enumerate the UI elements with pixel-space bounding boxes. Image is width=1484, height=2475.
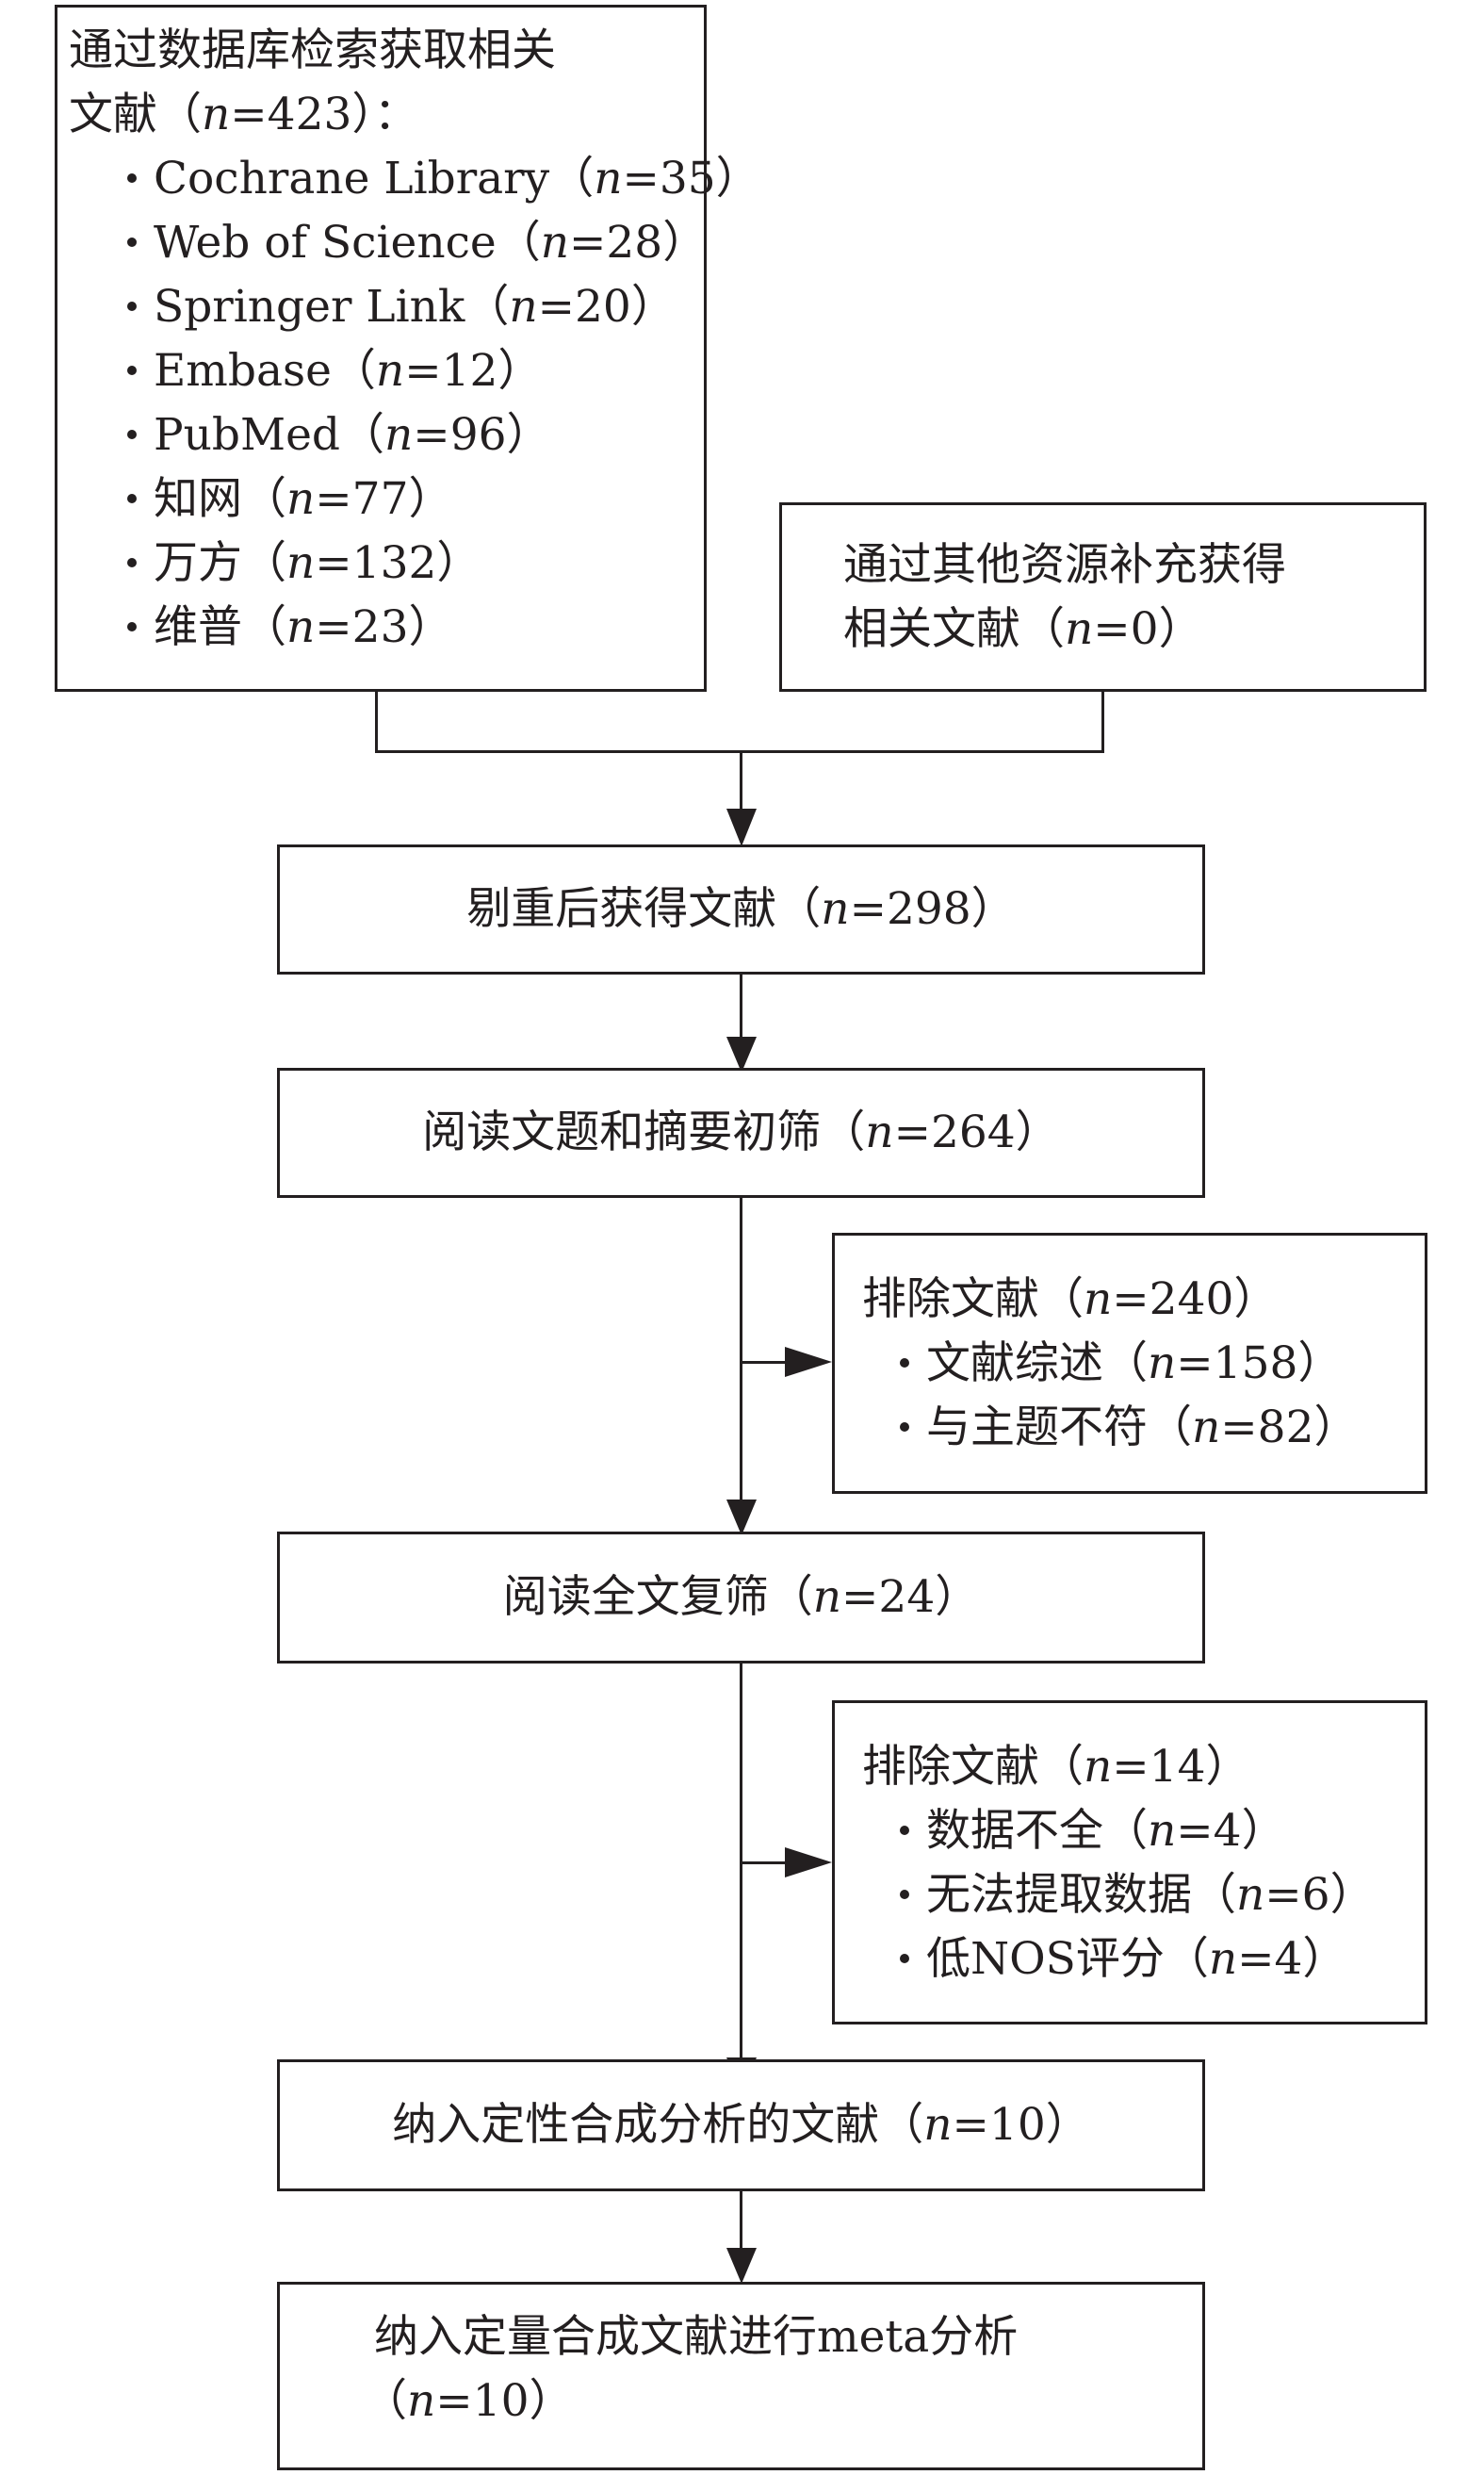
n-symbol: n [865, 1106, 894, 1158]
bullet-icon [127, 302, 137, 311]
exclusion-1-title: 排除文献（n=240） [862, 1273, 1279, 1325]
exclusion-reason-item: 低NOS评分（n=4） [900, 1927, 1425, 1991]
full-text-text: 阅读全文复筛（n=24） [502, 1571, 980, 1623]
bullet-icon [900, 1954, 909, 1963]
bullet-icon [127, 494, 137, 503]
qualitative-text: 纳入定性合成分析的文献（n=10） [392, 2099, 1090, 2151]
db-box-title-line2: 文献（n=423）： [69, 89, 418, 140]
connector-line [740, 2191, 742, 2250]
arrow-right-icon [785, 1347, 832, 1377]
screening-text: 阅读文题和摘要初筛（n=264） [422, 1106, 1060, 1158]
db-source-item: PubMed（n=96） [127, 403, 704, 467]
n-symbol: n [509, 281, 538, 333]
connector-line [740, 1198, 742, 1501]
connector-line [740, 975, 742, 1039]
bullet-icon [900, 1826, 909, 1835]
other-box-line2: 相关文献（n=0） [843, 603, 1203, 655]
dedup-box: 剔重后获得文献（n=298） [277, 844, 1205, 975]
n-symbol: n [1148, 1337, 1177, 1389]
arrow-right-icon [785, 1847, 832, 1877]
quantitative-line1: 纳入定量合成文献进行meta分析 [374, 2311, 1019, 2363]
n-symbol: n [812, 1571, 842, 1623]
n-symbol: n [286, 537, 316, 589]
n-symbol: n [821, 883, 850, 935]
title-abstract-screening-box: 阅读文题和摘要初筛（n=264） [277, 1068, 1205, 1198]
quantitative-line2: （n=10） [363, 2375, 574, 2427]
n-symbol: n [1084, 1741, 1113, 1793]
bullet-icon [900, 1890, 909, 1899]
quantitative-synthesis-box: 纳入定量合成文献进行meta分析 （n=10） [277, 2282, 1205, 2470]
exclusion-reason-item: 无法提取数据（n=6） [900, 1863, 1425, 1927]
n-symbol: n [923, 2099, 953, 2151]
dedup-text: 剔重后获得文献（n=298） [466, 883, 1016, 935]
database-search-box: 通过数据库检索获取相关 文献（n=423）： Cochrane Library（… [55, 5, 760, 692]
exclusion-2-title: 排除文献（n=14） [862, 1741, 1250, 1793]
n-symbol: n [1192, 1401, 1221, 1453]
arrow-down-icon [726, 1037, 757, 1073]
n-symbol: n [1148, 1805, 1177, 1857]
n-symbol: n [407, 2375, 436, 2427]
other-sources-box: 通过其他资源补充获得 相关文献（n=0） [779, 502, 1427, 692]
connector-line [740, 1361, 787, 1364]
n-symbol: n [1236, 1869, 1265, 1921]
n-symbol: n [540, 217, 570, 269]
n-symbol: n [384, 409, 414, 461]
arrow-down-icon [726, 1500, 757, 1535]
n-symbol: n [286, 601, 316, 653]
exclusion-reason-item: 与主题不符（n=82） [900, 1396, 1425, 1460]
connector-line [740, 1861, 787, 1864]
exclusion-box-1: 排除文献（n=240） 文献综述（n=158） 与主题不符（n=82） [832, 1233, 1427, 1494]
exclusion-box-2: 排除文献（n=14） 数据不全（n=4） 无法提取数据（n=6） 低NOS评分（… [832, 1700, 1427, 2024]
db-source-item: Cochrane Library（n=35） [127, 147, 760, 211]
db-source-item: Web of Science（n=28） [127, 211, 707, 275]
exclusion-reason-item: 数据不全（n=4） [900, 1799, 1425, 1863]
bullet-icon [127, 238, 137, 247]
db-source-item: Springer Link（n=20） [127, 275, 704, 339]
n-symbol: n [286, 473, 316, 525]
n-symbol: n [375, 345, 405, 397]
db-source-item: 万方（n=132） [127, 532, 704, 596]
connector-line [740, 750, 742, 811]
bullet-icon [127, 173, 137, 183]
n-symbol: n [1084, 1273, 1113, 1325]
db-source-item: Embase（n=12） [127, 339, 704, 403]
other-box-line1: 通过其他资源补充获得 [843, 539, 1286, 591]
db-source-item: 知网（n=77） [127, 467, 704, 532]
arrow-down-icon [726, 809, 757, 846]
bullet-icon [127, 366, 137, 375]
db-source-item: 维普（n=23） [127, 596, 704, 660]
arrow-down-icon [726, 2248, 757, 2284]
db-source-list: Cochrane Library（n=35） Web of Science（n=… [69, 147, 760, 660]
bullet-icon [127, 622, 137, 631]
n-symbol: n [202, 89, 231, 140]
bullet-icon [900, 1358, 909, 1368]
bullet-icon [900, 1422, 909, 1432]
connector-line [375, 692, 378, 752]
bullet-icon [127, 430, 137, 439]
qualitative-synthesis-box: 纳入定性合成分析的文献（n=10） [277, 2059, 1205, 2191]
exclusion-2-list: 数据不全（n=4） 无法提取数据（n=6） 低NOS评分（n=4） [862, 1799, 1425, 1991]
n-symbol: n [594, 153, 623, 205]
exclusion-reason-item: 文献综述（n=158） [900, 1332, 1425, 1396]
bullet-icon [127, 558, 137, 567]
full-text-screening-box: 阅读全文复筛（n=24） [277, 1532, 1205, 1664]
db-box-title-line1: 通过数据库检索获取相关 [69, 25, 556, 76]
n-symbol: n [1065, 603, 1094, 655]
exclusion-1-list: 文献综述（n=158） 与主题不符（n=82） [862, 1332, 1425, 1460]
connector-line [1101, 692, 1104, 752]
n-symbol: n [1208, 1933, 1238, 1985]
